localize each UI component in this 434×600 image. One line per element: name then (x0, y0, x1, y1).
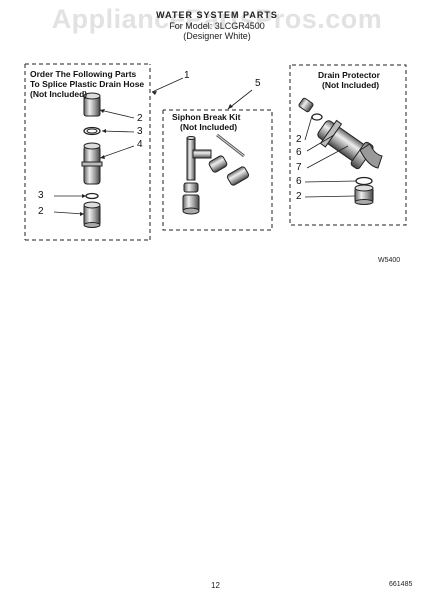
callout-drain-6-bottom: 6 (296, 176, 302, 187)
drain-box-title-line2: (Not Included) (322, 80, 380, 90)
callout-splice-2-top: 2 (137, 113, 143, 124)
document-number: 661485 (389, 581, 413, 588)
splice-parts-illustration (81, 92, 103, 228)
siphon-leader-lines (227, 89, 253, 110)
callout-1: 1 (184, 70, 190, 81)
splice-box-title-line1: Order The Following Parts (30, 69, 137, 79)
callout-drain-2-bottom: 2 (296, 191, 302, 202)
siphon-box-title-line1: Siphon Break Kit (172, 112, 241, 122)
figure-code: W5400 (378, 257, 401, 264)
siphon-parts-illustration (182, 133, 250, 215)
callout-5: 5 (255, 78, 261, 89)
section-title: WATER SYSTEM PARTS (156, 10, 278, 20)
box-splice-frame (24, 63, 151, 241)
box-siphon-frame (162, 109, 273, 231)
box-drain-frame (289, 64, 407, 226)
page-number: 12 (211, 581, 220, 590)
callout-drain-6-top: 6 (296, 147, 302, 158)
model-line: For Model: 3LCGR4500 (169, 21, 265, 31)
callout-splice-4: 4 (137, 139, 143, 150)
callout-drain-7: 7 (296, 162, 302, 173)
splice-box-title-line3: (Not Included) (30, 89, 88, 99)
color-line: (Designer White) (183, 31, 251, 41)
splice-leader-lines (53, 77, 184, 215)
drain-leader-lines (304, 115, 357, 198)
siphon-box-title-line2: (Not Included) (180, 122, 238, 132)
callout-drain-2-top: 2 (296, 134, 302, 145)
callout-splice-3-bottom: 3 (38, 190, 44, 201)
callout-splice-3-top: 3 (137, 126, 143, 137)
drain-box-title-line1: Drain Protector (318, 70, 380, 80)
splice-box-title-line2: To Splice Plastic Drain Hose (30, 79, 145, 89)
drain-protector-illustration (298, 97, 383, 205)
callout-splice-2-bottom: 2 (38, 206, 44, 217)
